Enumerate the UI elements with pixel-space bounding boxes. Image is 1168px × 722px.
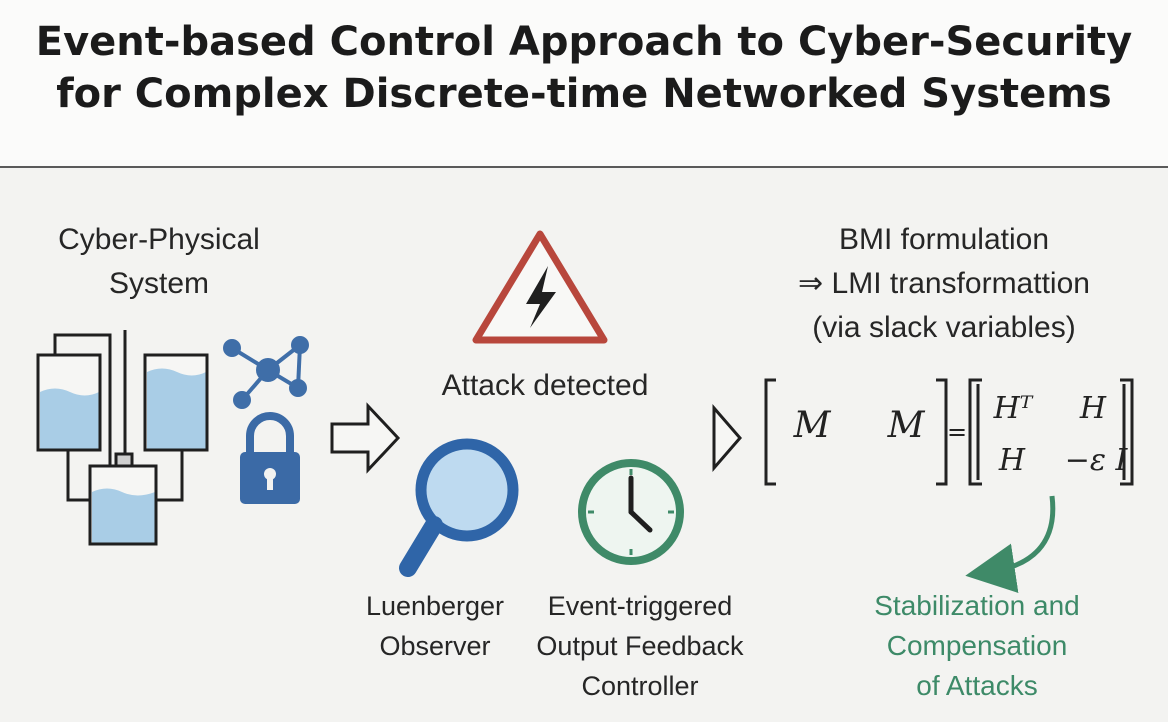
observer-label: Luenberger Observer <box>345 586 525 666</box>
cps-label-line-2: System <box>108 267 210 300</box>
stabilization-label-line-1: Stabilization and <box>874 590 1080 621</box>
bmi-label-line-1: BMI formulation <box>838 223 1050 256</box>
network-node-icon <box>223 336 309 409</box>
bmi-label: BMI formulation ⇒ LMI transformattion (v… <box>740 218 1148 350</box>
matrix-right-cell-1: Hᵀ <box>993 391 1034 426</box>
matrix-left-cell-2: M <box>887 405 926 446</box>
observer-label-line-1: Luenberger <box>365 591 505 621</box>
page-title: Event-based Control Approach to Cyber-Se… <box>0 16 1168 120</box>
attack-label: Attack detected <box>441 369 649 402</box>
observer-label-line-2: Observer <box>379 631 491 661</box>
matrix-right <box>968 378 1134 486</box>
curved-arrow-icon <box>965 495 1056 594</box>
matrix-equals: = <box>947 418 967 446</box>
magnifier-icon <box>399 438 519 577</box>
tank-system-icon <box>36 330 209 546</box>
controller-label-line-1: Event-triggered <box>547 591 733 621</box>
matrix-left <box>764 378 948 486</box>
cps-label-line-1: Cyber-Physical <box>58 223 260 256</box>
flow-arrow-2 <box>712 403 742 473</box>
title-band <box>0 0 1168 166</box>
clock-icon <box>578 459 684 565</box>
stabilization-label: Stabilization and Compensation of Attack… <box>832 586 1122 706</box>
title-line-1: Event-based Control Approach to Cyber-Se… <box>35 19 1133 65</box>
title-line-2: for Complex Discrete-time Networked Syst… <box>56 71 1112 117</box>
lock-icon <box>240 412 300 504</box>
stabilization-label-line-3: of Attacks <box>916 670 1038 701</box>
stabilization-label-line-2: Compensation <box>886 630 1068 661</box>
controller-label-line-3: Controller <box>581 671 699 701</box>
controller-label: Event-triggered Output Feedback Controll… <box>505 586 775 706</box>
matrix-left-cell-1: M <box>793 405 832 446</box>
bmi-label-line-2: ⇒ LMI transformattion <box>798 267 1090 300</box>
matrix-right-cell-3: H <box>998 443 1026 478</box>
flow-arrow-1 <box>330 402 401 474</box>
bmi-label-line-3: (via slack variables) <box>812 311 1076 344</box>
matrix-right-cell-2: H <box>1079 391 1107 426</box>
title-divider <box>0 166 1168 168</box>
cps-label: Cyber-Physical System <box>20 218 298 306</box>
warning-bolt-icon <box>472 230 608 344</box>
controller-label-line-2: Output Feedback <box>536 631 744 661</box>
matrix-right-cell-4: −ε I <box>1065 443 1129 478</box>
